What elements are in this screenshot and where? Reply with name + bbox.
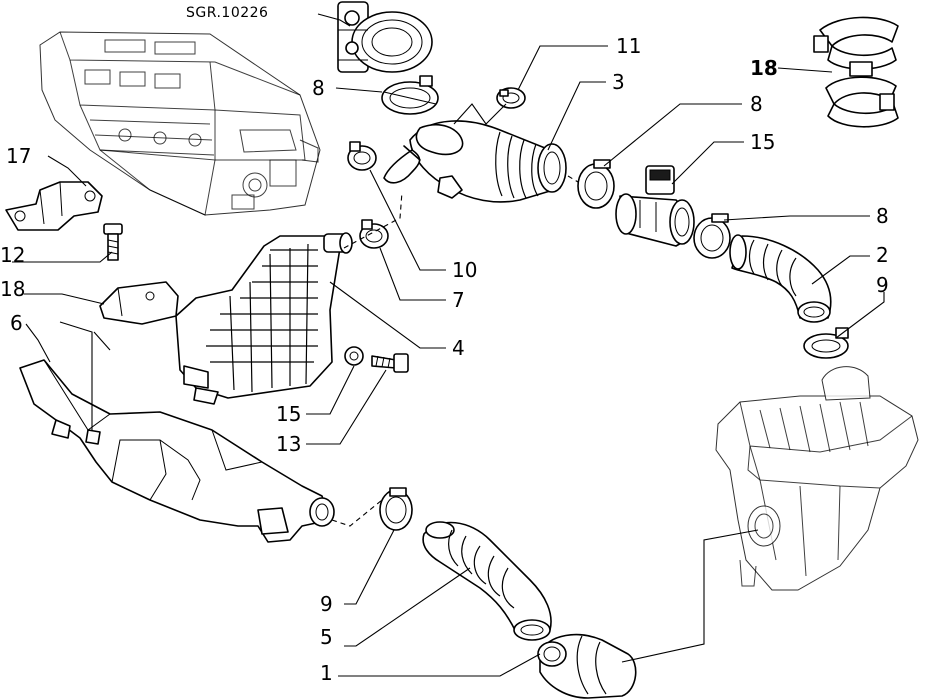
callout-label: 4 xyxy=(452,336,465,360)
bolt-icon xyxy=(371,353,409,373)
callout-label: 13 xyxy=(276,432,301,456)
callout-labels: SGR.10226 8 11 3 8 15 8 2 9 18 17 12 18 … xyxy=(0,5,889,685)
callout-label: 1 xyxy=(320,661,333,685)
hose-icon xyxy=(729,234,832,323)
callout-label: 6 xyxy=(10,311,23,335)
callout-label: 15 xyxy=(750,130,775,154)
callout-label: 15 xyxy=(276,402,301,426)
hose-clamp-icon xyxy=(577,159,615,209)
callout-label: 11 xyxy=(616,34,641,58)
callout-label: 3 xyxy=(612,70,625,94)
airflow-meter-icon xyxy=(615,165,695,247)
engine-block-icon xyxy=(39,31,321,216)
reference-code: SGR.10226 xyxy=(186,5,268,21)
bracket-icon xyxy=(99,281,179,325)
hose-clamp-icon xyxy=(381,75,439,115)
flow-lines xyxy=(331,175,579,527)
hose-clamp-icon xyxy=(359,219,389,249)
hose-clamp-icon xyxy=(693,213,731,259)
bracket-icon xyxy=(813,16,899,128)
callout-label: 10 xyxy=(452,258,477,282)
throttle-body-icon xyxy=(337,1,433,73)
bracket-icon xyxy=(5,181,103,231)
callout-label: 18 xyxy=(0,277,25,301)
intake-hose-3-icon xyxy=(383,120,567,203)
air-filter-housing-icon xyxy=(715,366,919,591)
hose-icon xyxy=(537,633,637,699)
callout-label: 7 xyxy=(452,288,465,312)
washer-icon xyxy=(344,346,364,366)
callout-label: 9 xyxy=(320,592,333,616)
callout-label: 18 xyxy=(750,56,778,80)
callout-label: 2 xyxy=(876,243,889,267)
callout-label: 8 xyxy=(876,204,889,228)
resonator-box-icon xyxy=(175,232,353,405)
callout-label: 8 xyxy=(750,92,763,116)
hose-clamp-icon xyxy=(496,87,526,109)
leader-lines xyxy=(12,13,885,677)
callout-label: 9 xyxy=(876,273,889,297)
intake-duct-icon xyxy=(19,359,335,543)
bolt-icon xyxy=(103,223,123,261)
callout-label: 17 xyxy=(6,144,31,168)
hose-clamp-icon xyxy=(803,327,849,359)
hose-clamp-icon xyxy=(347,141,377,171)
callout-label: 12 xyxy=(0,243,25,267)
callout-label: 8 xyxy=(312,76,325,100)
callout-label: 5 xyxy=(320,625,333,649)
hose-icon xyxy=(422,521,552,641)
hose-clamp-icon xyxy=(379,487,413,531)
